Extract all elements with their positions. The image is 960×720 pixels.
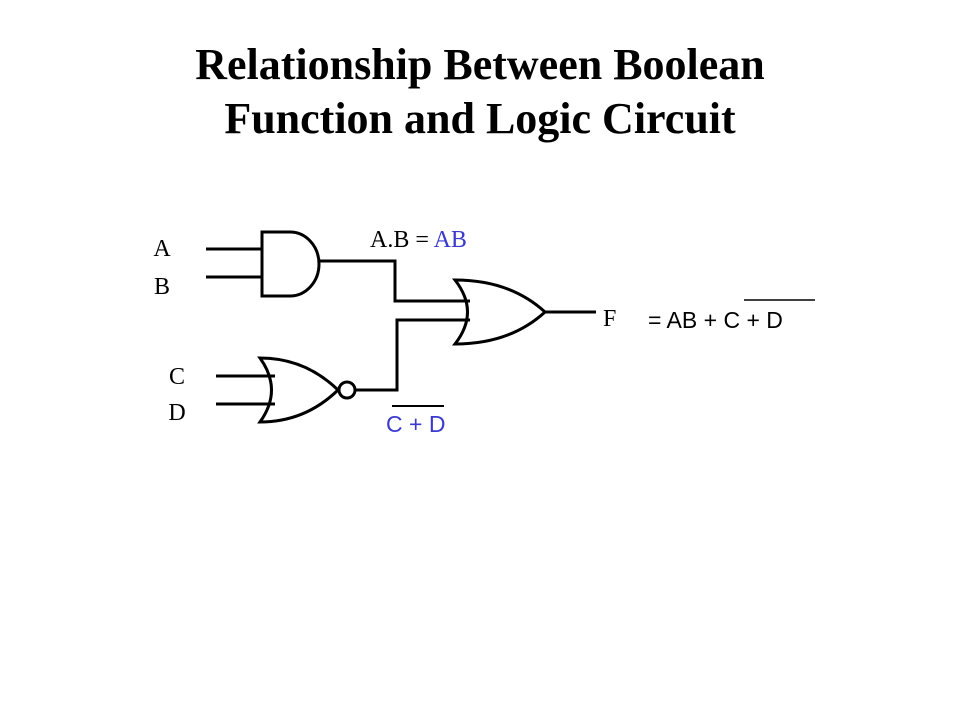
input-label-c: C <box>169 364 185 390</box>
nor-inversion-bubble <box>337 380 357 400</box>
and-output-label-value: AB <box>434 227 467 253</box>
title-line-2: Function and Logic Circuit <box>224 94 736 143</box>
or-gate <box>451 278 548 346</box>
final-expression-prefix: = AB + <box>648 307 723 333</box>
output-label-f: F <box>603 306 616 332</box>
title-line-1: Relationship Between Boolean <box>195 40 765 89</box>
wire-nor-output <box>355 318 470 392</box>
input-label-b: B <box>154 274 170 300</box>
and-output-label: A.B = AB <box>370 227 467 253</box>
nor-gate <box>257 356 341 424</box>
final-expression-overlined: C + D <box>723 307 782 333</box>
nor-output-label: C + D <box>386 411 445 437</box>
input-label-d: D <box>168 400 185 426</box>
and-gate <box>260 230 321 298</box>
final-expression: = AB + C + D <box>648 307 783 333</box>
wire-and-output <box>319 259 470 303</box>
slide-title: Relationship Between Boolean Function an… <box>0 38 960 146</box>
and-output-label-prefix: A.B = <box>370 227 434 253</box>
input-label-a: A <box>153 236 171 262</box>
